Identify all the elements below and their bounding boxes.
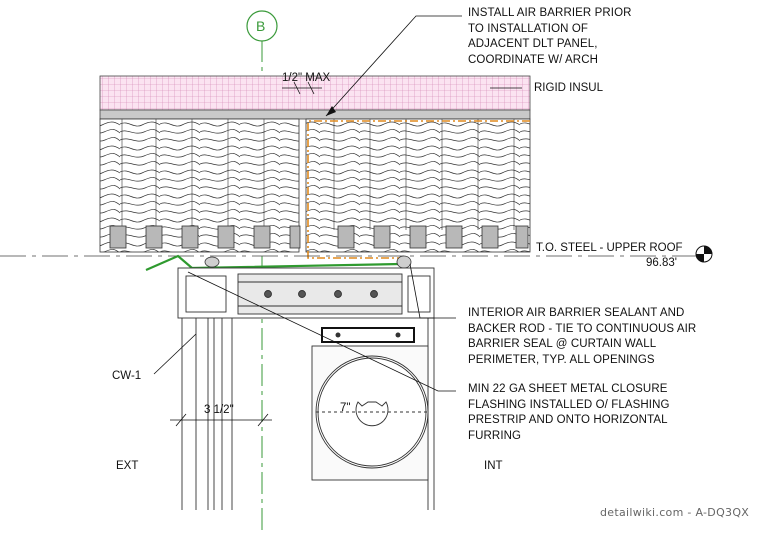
width-dimension-label: 3 1/2" (204, 404, 234, 416)
grid-bubble-label: B (256, 18, 266, 34)
backer-rod-left (204, 256, 220, 268)
int-label: INT (484, 460, 503, 472)
note-closure: MIN 22 GA SHEET METAL CLOSURE FLASHING I… (468, 383, 670, 442)
gap-dimension-label: 1/2" MAX (282, 72, 331, 84)
ext-label: EXT (116, 460, 139, 472)
curtain-wall-mullion (181, 318, 435, 510)
backer-rod-right (396, 255, 412, 269)
curtain-wall-head (177, 267, 435, 319)
dlt-laminations (121, 119, 515, 230)
shade-bracket (321, 327, 415, 343)
watermark: detailwiki.com - A-DQ3QX (600, 506, 750, 519)
width-dimension (170, 413, 272, 427)
roller-shade (311, 345, 429, 481)
dlt-teeth (109, 225, 529, 249)
rigid-insul-label: RIGID INSUL (534, 82, 604, 94)
diameter-label: 7" (340, 402, 351, 414)
elevation-label: T.O. STEEL - UPPER ROOF (536, 242, 683, 254)
elevation-marker (695, 245, 713, 263)
gap-dimension (282, 81, 322, 95)
roof-deck-plate (99, 109, 531, 120)
leader-lines (153, 15, 522, 392)
closure-flashing (145, 254, 401, 272)
note-air-barrier: INSTALL AIR BARRIER PRIOR TO INSTALLATIO… (468, 7, 632, 66)
elevation-value: 96.83' (646, 257, 677, 269)
air-barrier-membrane (307, 120, 530, 259)
note-interior-sealant: INTERIOR AIR BARRIER SEALANT AND BACKER … (468, 307, 697, 366)
rigid-insulation (99, 75, 531, 111)
cw-label: CW-1 (112, 370, 142, 382)
